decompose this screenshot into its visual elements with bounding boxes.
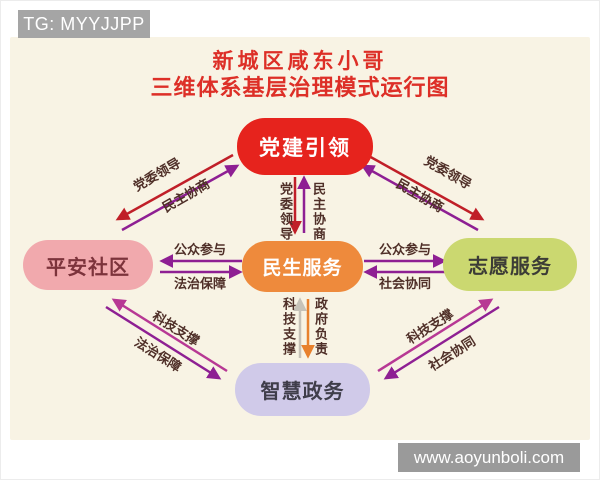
node-volunteer-service: 志愿服务 bbox=[443, 238, 577, 291]
node-safe-community: 平安社区 bbox=[23, 240, 153, 290]
edge-label-rule-of-law-guarantee: 法治保障 bbox=[173, 276, 226, 291]
node-party-building: 党建引领 bbox=[237, 118, 373, 175]
diagram-title-line2: 三维体系基层治理模式运行图 bbox=[150, 75, 450, 100]
node-livelihood-service: 民生服务 bbox=[242, 241, 363, 292]
edge-label-public-participation: 公众参与 bbox=[378, 242, 431, 257]
edge-label-democratic-consultation: 民主协商 bbox=[311, 182, 326, 242]
watermark-top-badge: TG: MYYJJPP bbox=[18, 10, 150, 38]
edge-label-public-participation: 公众参与 bbox=[173, 242, 226, 257]
watermark-top-text: TG: MYYJJPP bbox=[23, 13, 145, 34]
edge-label-social-coordination: 社会协同 bbox=[378, 276, 431, 291]
diagram-title-line1: 新城区咸东小哥 bbox=[212, 50, 388, 73]
watermark-bottom-badge: www.aoyunboli.com bbox=[398, 443, 580, 472]
edge-label-party-committee-leadership: 党委领导 bbox=[278, 182, 293, 242]
edge-label-technology-support: 科技支撑 bbox=[281, 297, 296, 357]
watermark-bottom-text: www.aoyunboli.com bbox=[413, 447, 565, 467]
node-smart-government: 智慧政务 bbox=[235, 363, 370, 416]
edge-label-government-responsibility: 政府负责 bbox=[313, 297, 328, 357]
